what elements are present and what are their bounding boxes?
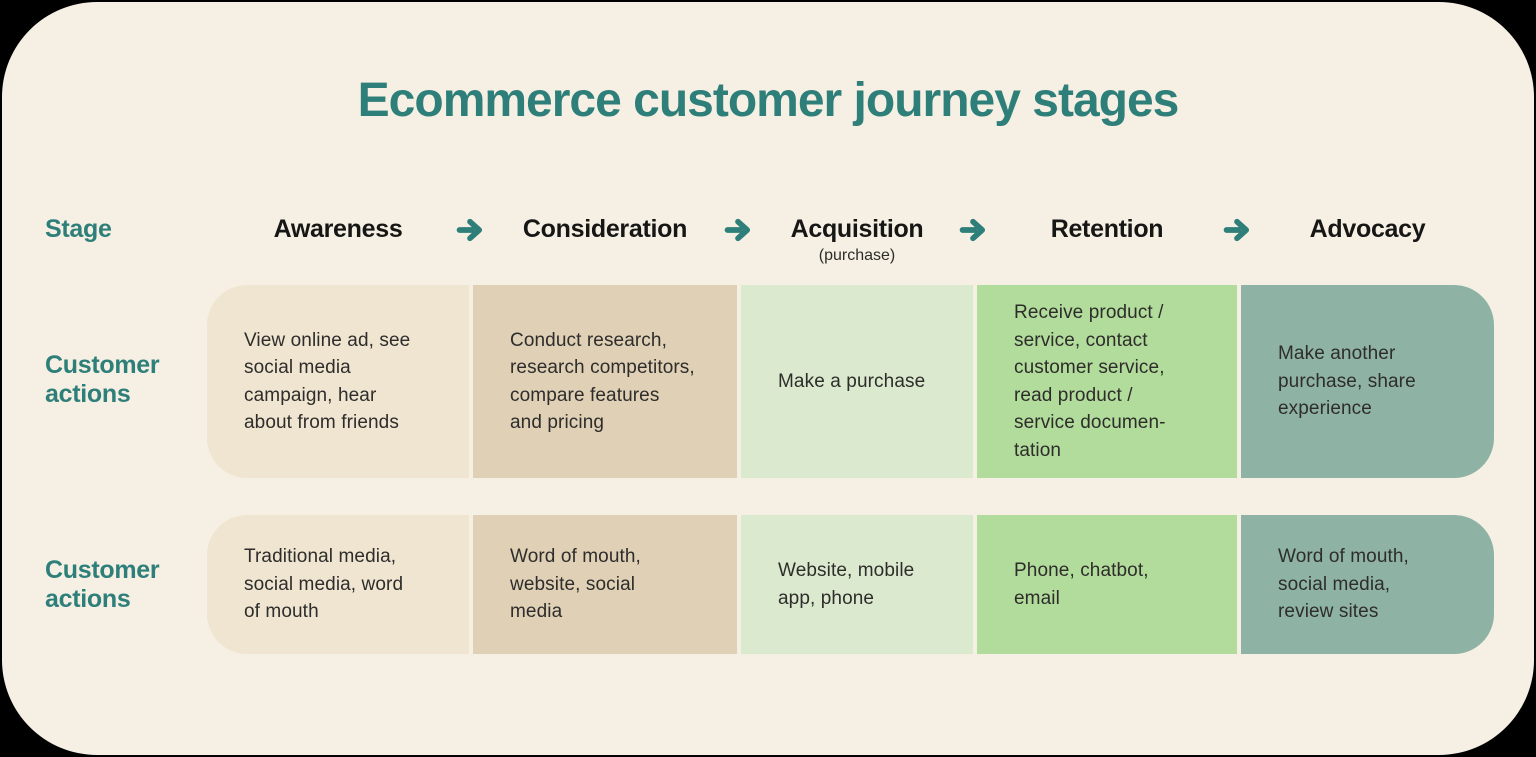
stage-name: Awareness — [273, 215, 403, 243]
actions-cell-retention: Receive product / service, contact custo… — [977, 285, 1237, 478]
stage-header-consideration: Consideration — [473, 214, 737, 266]
stage-header-awareness: Awareness — [207, 214, 469, 266]
stage-name: Retention — [1050, 215, 1164, 243]
arrow-right-icon — [1223, 216, 1251, 244]
stage-row-label: Stage — [45, 214, 112, 243]
customer-actions-row2-label: Customer actions — [45, 555, 160, 613]
stage-header-retention: Retention — [977, 214, 1237, 266]
touchpoints-cell-awareness: Traditional media, social media, word of… — [207, 515, 469, 654]
actions-cell-advocacy: Make another purchase, share experience — [1241, 285, 1494, 478]
arrow-right-icon — [959, 216, 987, 244]
stage-name: Advocacy — [1309, 215, 1426, 243]
touchpoints-cell-acquisition: Website, mobile app, phone — [741, 515, 973, 654]
customer-actions-row-label: Customer actions — [45, 351, 160, 408]
page-title: Ecommerce customer journey stages — [357, 74, 1180, 127]
stage-name: Acquisition — [790, 215, 924, 243]
stage-header-advocacy: Advocacy — [1241, 214, 1494, 266]
touchpoints-cell-advocacy: Word of mouth, social media, review site… — [1241, 515, 1494, 654]
stage-header-acquisition: Acquisition (purchase) — [741, 214, 973, 266]
customer-touchpoints-row: Traditional media, social media, word of… — [207, 515, 1494, 654]
touchpoints-cell-consideration: Word of mouth, website, social media — [473, 515, 737, 654]
actions-cell-acquisition: Make a purchase — [741, 285, 973, 478]
arrow-right-icon — [456, 216, 484, 244]
stage-subtitle: (purchase) — [818, 247, 896, 264]
customer-actions-row: View online ad, see social media campaig… — [207, 285, 1494, 478]
touchpoints-cell-retention: Phone, chatbot, email — [977, 515, 1237, 654]
arrow-right-icon — [724, 216, 752, 244]
stage-header-row: Awareness Consideration Acquisition (pur… — [207, 214, 1494, 266]
stage-name: Consideration — [522, 215, 688, 243]
actions-cell-consideration: Conduct research, research competitors, … — [473, 285, 737, 478]
actions-cell-awareness: View online ad, see social media campaig… — [207, 285, 469, 478]
